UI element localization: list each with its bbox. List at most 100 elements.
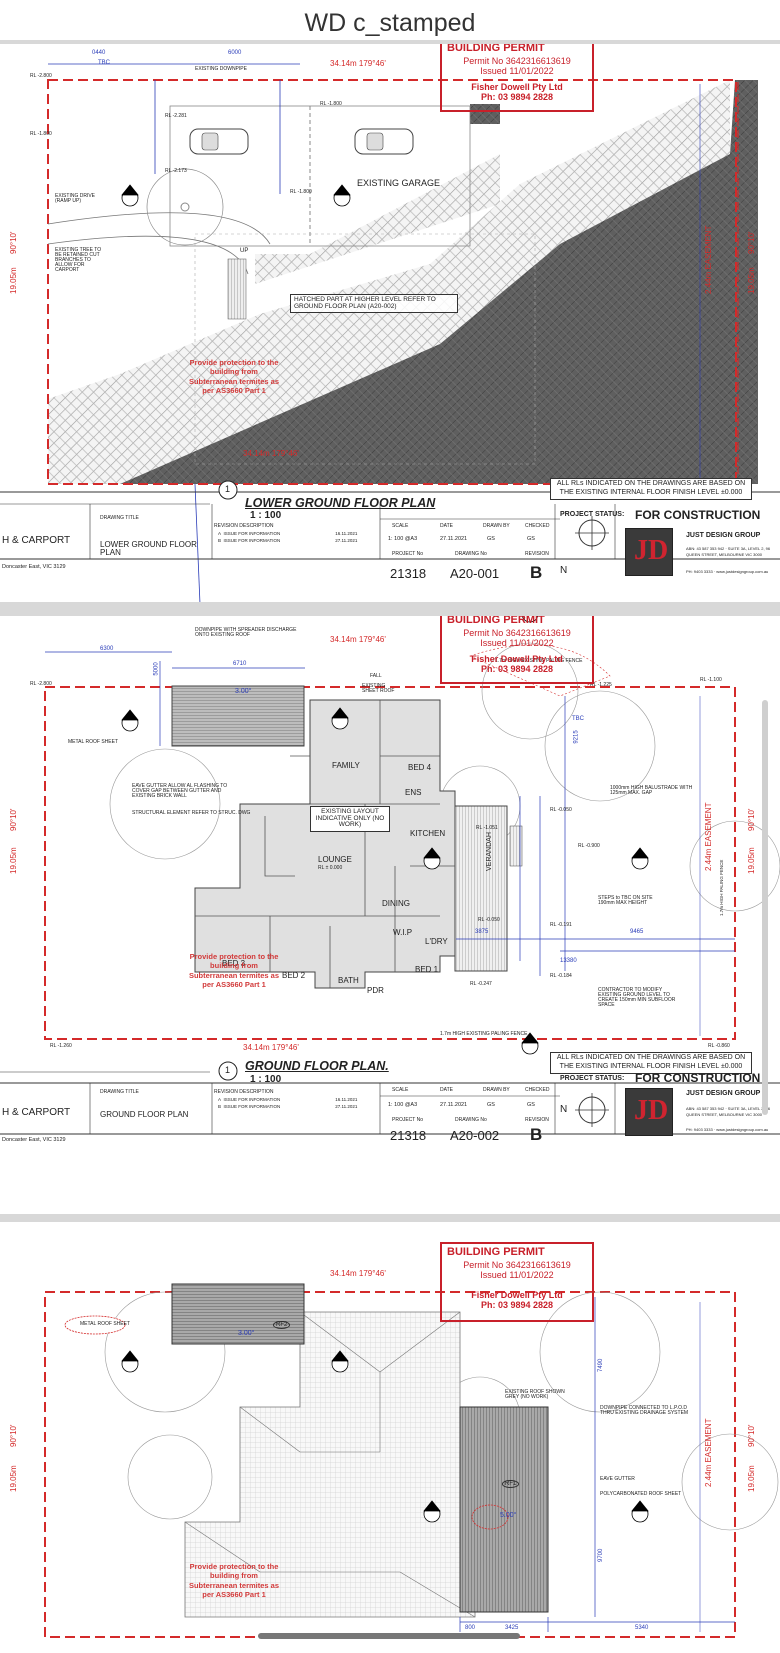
level-label: RL ± 0.000 — [318, 865, 343, 871]
structural-label: STRUCTURAL ELEMENT REFER TO STRUC. DWG — [132, 810, 251, 816]
fence-label: 1.7m HIGH EXISTING PALING FENCE — [440, 1031, 528, 1037]
company-name: JUST DESIGN GROUP — [686, 1090, 761, 1097]
tb-drawn: GS — [487, 1102, 495, 1108]
plan-scale: 1 : 100 — [250, 1074, 282, 1085]
dim-label: 6300 — [100, 646, 114, 652]
side-right-angle: 90°10' — [747, 1424, 756, 1447]
tb-checked: GS — [527, 1102, 535, 1108]
sheet-roof-plan: 34.14m 179°46' 19.05m 90°10' 19.05m 90°1… — [0, 1222, 780, 1640]
dim-label: TBC — [572, 716, 584, 722]
company-web: PH: 9403 3333 · www.justdesigngroup.com.… — [686, 569, 769, 574]
dim-label: 0440 — [92, 50, 106, 56]
company-name: JUST DESIGN GROUP — [686, 532, 761, 539]
tb-scale-label: SCALE — [392, 523, 409, 529]
steps-label: STEPS to TBC ON SITE 190mm MAX HEIGHT — [598, 895, 653, 906]
revision-letter: B — [530, 563, 543, 582]
survey-top: 34.14m 179°46' — [330, 1269, 386, 1278]
permit-heading: BUILDING PERMIT — [447, 616, 545, 626]
room-label: BED 3 — [222, 959, 246, 968]
north-arrow-icon: N — [560, 1104, 568, 1115]
tb-scale: 1: 100 @A3 — [388, 1102, 418, 1108]
level-label: RL -1.051 — [476, 825, 498, 831]
side-left-angle: 90°10' — [9, 231, 18, 254]
room-label: BATH — [338, 976, 359, 985]
room-label: DINING — [382, 899, 410, 908]
company-logo: JD — [625, 528, 673, 576]
tb-project-label: PROJECT No — [392, 1117, 424, 1123]
plan-number: 1 — [225, 1065, 231, 1075]
level-label: RL -0.184 — [550, 973, 572, 979]
polycarb-label: POLYCARBONATED ROOF SHEET — [600, 1491, 682, 1497]
dim-label: 6000 — [228, 50, 242, 56]
level-label: RL -1.800 — [290, 189, 312, 195]
project-status: FOR CONSTRUCTION — [635, 508, 761, 522]
eave-gutter-label: EAVE GUTTER ALLOW AL FLASHING TO COVER G… — [132, 783, 228, 799]
room-label: W.I.P — [393, 928, 413, 937]
downpipe-label: DOWNPIPE CONNECTED TO L.P.O.D THRU EXIST… — [600, 1405, 689, 1416]
scrollbar[interactable] — [762, 700, 768, 1115]
tb-scale: 1: 100 @A3 — [388, 536, 418, 542]
balustrade-label: 1000mm HIGH BALUSTRADE WITH 125mm MAX. G… — [610, 785, 693, 796]
side-left-dim: 19.05m — [9, 267, 18, 294]
sheet-lower-ground-floor: 0440 TBC 6000 34.14m 179°46' 34.14m 179°… — [0, 44, 780, 602]
dim-label: 5000 — [153, 662, 160, 676]
building-permit-stamp: BUILDING PERMIT Permit No 3642316613619 … — [440, 616, 594, 684]
room-label: BED 1 — [415, 965, 439, 974]
dim-label: 9465 — [630, 929, 644, 935]
room-label: FAMILY — [332, 761, 360, 770]
survey-bottom: 34.14m 179°46' — [243, 1043, 299, 1052]
rev-row: A ISSUE FOR INFORMATION 16.11.2021 — [218, 531, 358, 536]
drive-label: EXISTING DRIVE (RAMP UP) — [55, 193, 96, 204]
sheet-divider — [0, 602, 780, 616]
level-label: RL -2.173 — [165, 168, 187, 174]
level-label: RL -2.800 — [30, 73, 52, 79]
company-address: ABN: 43 587 353 942 · SUITE 3A, LEVEL 2,… — [686, 1106, 771, 1117]
project-name: H & CARPORT — [2, 535, 71, 546]
dim-label: 7490 — [598, 1358, 604, 1372]
permit-number: Permit No 3642316613619 — [463, 628, 571, 638]
tb-date-label: DATE — [440, 523, 453, 529]
site-drawing-lower — [0, 63, 780, 602]
divider — [0, 40, 780, 44]
plan-title: GROUND FLOOR PLAN. — [245, 1059, 389, 1073]
drawing-number: A20-002 — [450, 1128, 500, 1143]
permit-company: Fisher Dowell Pty Ltd — [471, 1290, 563, 1300]
side-right-dim: 19.05m — [747, 847, 756, 874]
sheet-divider — [0, 1214, 780, 1222]
tb-revision-label: REVISION — [525, 1117, 549, 1123]
dim-label: 3425 — [505, 1625, 519, 1631]
tb-checked-label: CHECKED — [525, 523, 550, 529]
rev-row: A ISSUE FOR INFORMATION 16.11.2021 — [218, 1097, 358, 1102]
existing-roof-label: EXISTING ROOF SHOWN GREY (NO WORK) — [505, 1389, 565, 1400]
survey-bottom: 34.14m 179°46' — [243, 449, 299, 458]
downpipe-label: DOWNPIPE WITH SPREADER DISCHARGE ONTO EX… — [195, 627, 297, 638]
permit-issued: Issued 11/01/2022 — [480, 66, 554, 76]
permit-number: Permit No 3642316613619 — [463, 56, 571, 66]
document-title: WD c_stamped — [304, 9, 476, 37]
existing-roof-label: EXISTING SHEET ROOF — [362, 683, 395, 694]
rev-desc-label: REVISION DESCRIPTION — [214, 1089, 274, 1095]
project-name: H & CARPORT — [2, 1107, 71, 1118]
fence-top-label: 1.7m HIGH EXISTING PALING FENCE — [495, 658, 583, 664]
building-permit-stamp: BUILDING PERMIT Permit No 3642316613619 … — [440, 1242, 594, 1322]
survey-top: 34.14m 179°46' — [330, 635, 386, 644]
level-label: RL -2.281 — [165, 113, 187, 119]
roof-tag-rf1: RF1 — [502, 1480, 520, 1488]
drawing-title-label: DRAWING TITLE — [100, 515, 139, 521]
rls-note: ALL RLs INDICATED ON THE DRAWINGS ARE BA… — [550, 1052, 752, 1074]
company-web: PH: 9403 3333 · www.justdesigngroup.com.… — [686, 1127, 769, 1132]
easement-label: 2.44m EASEMENT — [704, 225, 713, 294]
permit-number: Permit No 3642316613619 — [463, 1260, 571, 1270]
hatch-note: HATCHED PART AT HIGHER LEVEL REFER TO GR… — [290, 294, 458, 313]
permit-heading: BUILDING PERMIT — [447, 44, 545, 54]
level-label: RL -0.050 — [478, 917, 500, 923]
north-arrow-icon: N — [560, 565, 568, 576]
home-indicator[interactable] — [258, 1633, 520, 1639]
side-left-dim: 19.05m — [9, 1465, 18, 1492]
rev-row: B ISSUE FOR INFORMATION 27.11.2021 — [218, 1104, 358, 1109]
permit-issued: Issued 11/01/2022 — [480, 638, 554, 648]
room-label: BED 2 — [282, 971, 306, 980]
logo-text: JD — [634, 535, 669, 566]
tb-drawing-label: DRAWING No — [455, 551, 487, 557]
rls-note: ALL RLs INDICATED ON THE DRAWINGS ARE BA… — [550, 478, 752, 500]
